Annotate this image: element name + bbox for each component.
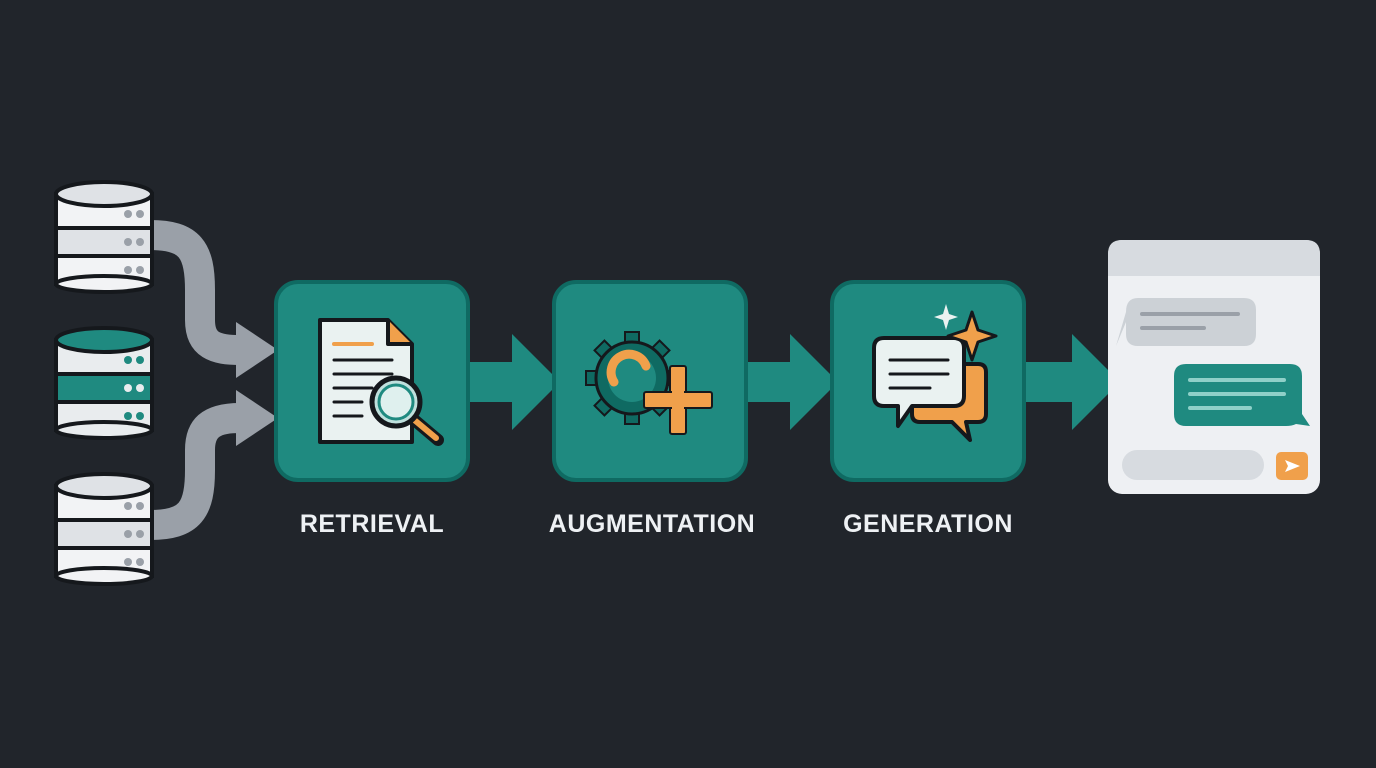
chat-bubble-outgoing xyxy=(1174,364,1310,426)
flow-arrow xyxy=(1022,334,1120,430)
augmentation-label: AUGMENTATION xyxy=(548,510,756,538)
augmentation-stage-box xyxy=(552,280,748,482)
source-connector-top xyxy=(149,220,278,378)
document-search-icon xyxy=(318,318,444,446)
retrieval-label: RETRIEVAL xyxy=(299,510,445,538)
database-icon xyxy=(54,472,154,586)
send-icon xyxy=(1276,452,1308,480)
database-icon xyxy=(54,180,154,294)
chat-window-icon xyxy=(1108,240,1320,494)
chat-sparkle-icon xyxy=(872,304,998,442)
flow-arrow xyxy=(466,334,560,430)
generation-label: GENERATION xyxy=(843,510,1013,538)
generation-stage-box xyxy=(830,280,1026,482)
retrieval-stage-box xyxy=(274,280,470,482)
gear-plus-icon xyxy=(585,331,713,435)
flow-arrow xyxy=(744,334,838,430)
source-connector-bottom xyxy=(149,390,278,540)
chat-bubble-incoming xyxy=(1116,298,1256,346)
database-icon xyxy=(54,326,154,440)
message-input-field xyxy=(1122,450,1264,480)
